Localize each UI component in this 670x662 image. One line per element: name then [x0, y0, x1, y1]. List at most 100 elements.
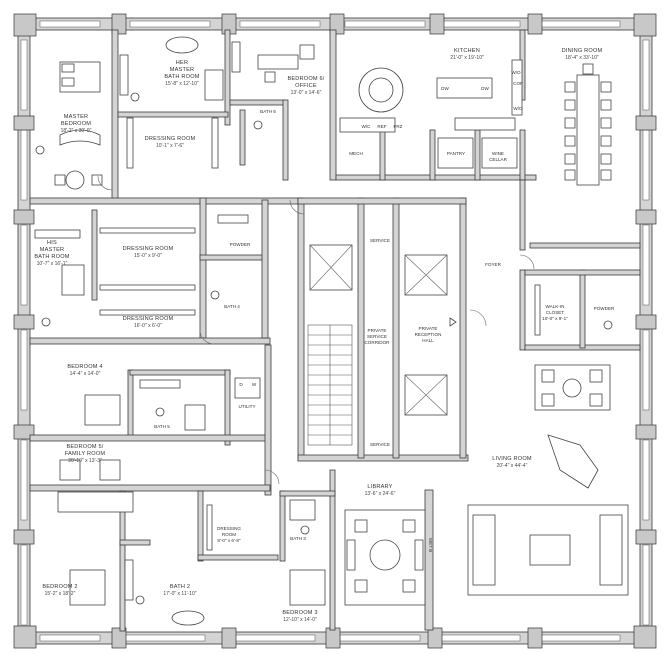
d-label: D — [239, 382, 243, 387]
stairs — [307, 324, 353, 446]
door-swing — [97, 175, 113, 191]
dressing-room-label: DRESSING ROOM — [145, 136, 196, 142]
chair — [589, 393, 603, 407]
column — [13, 424, 35, 440]
wine-label-2: CELLAR — [489, 157, 508, 162]
doors — [97, 175, 535, 485]
lamp — [35, 145, 45, 155]
sofa — [414, 539, 424, 571]
wall — [297, 197, 467, 205]
utility-label: UTILITY — [238, 404, 255, 409]
kitchen-island — [436, 77, 493, 99]
column — [429, 13, 445, 35]
service-top-label: SERVICE — [370, 238, 390, 243]
living-label: LIVING ROOM — [492, 456, 532, 462]
reception-label-3: HALL — [422, 338, 434, 343]
dining-dims: 18'-4" x 33'-10" — [565, 55, 599, 61]
window — [39, 634, 101, 642]
wall — [29, 197, 301, 205]
elevator-cross — [404, 254, 448, 296]
wall — [329, 469, 336, 631]
grand-piano — [547, 434, 599, 489]
library-dims: 13'-6" x 24'-6" — [365, 491, 396, 497]
service-bottom-label: SERVICE — [370, 442, 390, 447]
bath5-label: BATH 5 — [154, 424, 170, 429]
kitchen-island-inner — [368, 77, 394, 103]
bathtub — [171, 610, 205, 626]
private-corridor-label-2: SERVICE — [367, 334, 387, 339]
column — [635, 209, 657, 225]
window — [439, 20, 521, 28]
wine-racks — [481, 137, 518, 169]
bathtub — [165, 36, 199, 54]
her-bath-dims: 15'-8" x 12'-10" — [165, 81, 199, 87]
elevator-cross — [404, 374, 448, 416]
window — [239, 20, 321, 28]
closet-rail — [126, 117, 134, 169]
dressing-b-dims: 16'-0" x 6'-0" — [134, 323, 162, 329]
sofa — [472, 514, 496, 586]
bedroom5-label: BEDROOM 5/ — [66, 444, 103, 450]
chair — [402, 579, 416, 593]
elevator-cross — [309, 244, 353, 291]
window — [642, 224, 650, 306]
closet-rail — [534, 284, 541, 336]
master-bedroom-label-2: BEDROOM — [61, 121, 91, 127]
window — [129, 20, 211, 28]
wo-label: W/O — [513, 106, 523, 111]
wall — [579, 269, 586, 349]
wall — [297, 454, 469, 462]
entry-arrow-icon — [449, 317, 457, 327]
library-table — [369, 539, 401, 571]
column — [633, 13, 657, 37]
window — [20, 39, 28, 111]
cof-label: COF — [513, 81, 523, 86]
dressing-a-dims: 15'-0" x 9'-0" — [134, 253, 162, 259]
chair — [589, 369, 603, 383]
wall — [224, 369, 231, 446]
window — [20, 329, 28, 411]
washer-dryer — [234, 377, 261, 399]
vanity — [139, 379, 181, 389]
column — [13, 314, 35, 330]
frz-label: FRZ — [394, 124, 403, 129]
column — [221, 627, 237, 649]
her-bath-label-2: MASTER — [170, 67, 195, 73]
bath4-label: BATH 4 — [224, 304, 240, 309]
dressing-b-label: DRESSING ROOM — [123, 316, 174, 322]
bedroom6-label-2: OFFICE — [295, 83, 317, 89]
dressing-room-dims: 10'-1" x 7'-6" — [156, 143, 184, 149]
wall — [229, 99, 286, 106]
toilet — [135, 595, 145, 605]
chair — [354, 579, 368, 593]
wall — [357, 197, 365, 459]
his-bath-dims: 10'-7" x 16'-1" — [37, 261, 68, 267]
wall — [519, 269, 526, 351]
column — [111, 13, 127, 35]
window — [344, 20, 426, 28]
wall — [111, 29, 119, 201]
wall — [117, 111, 229, 118]
window — [20, 439, 28, 521]
column — [427, 627, 443, 649]
wall — [197, 490, 204, 562]
walkin-dims: 10'-0" x 9'-1" — [542, 316, 568, 321]
window — [20, 544, 28, 626]
closet-rail — [99, 284, 196, 291]
room-labels: MASTER BEDROOM 18'-2" x 30'-0" HER MASTE… — [34, 48, 615, 623]
wall — [279, 490, 336, 497]
column — [635, 314, 657, 330]
column — [635, 424, 657, 440]
her-bath-label: HER — [176, 60, 188, 66]
vanity — [124, 559, 134, 601]
wall — [429, 129, 436, 181]
door-swing — [469, 309, 487, 327]
bath3-label: BATH 3 — [290, 536, 306, 541]
bath6-label: BATH 6 — [260, 109, 276, 114]
wall — [91, 209, 98, 301]
wall — [197, 554, 279, 561]
dw-label: DW — [441, 86, 449, 91]
toilet — [210, 290, 220, 300]
wine-label: WINE — [492, 151, 504, 156]
